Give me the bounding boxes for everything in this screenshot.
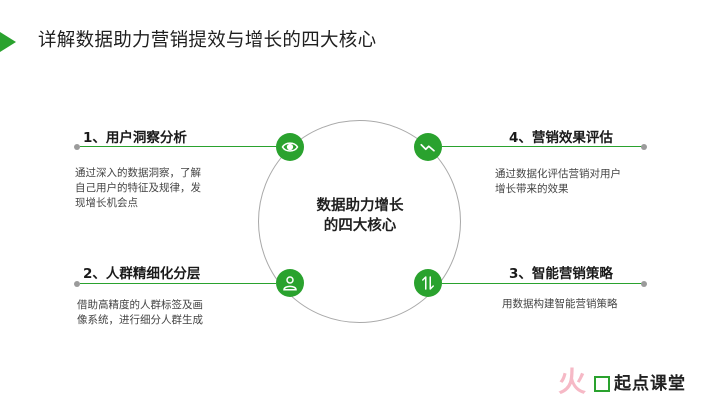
node-smart-strategy (414, 269, 442, 297)
item-desc-4-line-1: 通过数据化评估营销对用户 (495, 168, 621, 180)
item-desc-1-line-2: 自己用户的特征及规律，发 (75, 182, 201, 194)
item-desc-4-line-2: 增长带来的效果 (495, 183, 569, 195)
center-line-1: 数据助力增长 (316, 198, 404, 214)
item-desc-3: 用数据构建智能营销策略 (502, 297, 618, 312)
item-desc-4: 通过数据化评估营销对用户 增长带来的效果 (495, 167, 621, 197)
connector-dot-2 (74, 281, 80, 287)
core-ring (258, 120, 461, 323)
swap-arrows-icon (422, 276, 434, 290)
item-desc-2-line-2: 像系统，进行细分人群生成 (77, 314, 203, 326)
eye-icon (281, 142, 299, 152)
connector-line-4 (442, 146, 642, 148)
item-desc-2-line-1: 借助高精度的人群标签及画 (77, 299, 203, 311)
connector-dot-4 (641, 144, 647, 150)
item-heading-1: 1、用户洞察分析 (83, 130, 187, 146)
logo-square-icon (594, 376, 610, 392)
connector-dot-3 (641, 281, 647, 287)
item-desc-1-line-3: 现增长机会点 (75, 197, 138, 209)
node-user-insight (276, 133, 304, 161)
connector-dot-1 (74, 144, 80, 150)
item-desc-1-line-1: 通过深入的数据洞察，了解 (75, 167, 201, 179)
logo-name: 起点课堂 (614, 374, 686, 394)
node-effect-evaluation (414, 133, 442, 161)
item-desc-1: 通过深入的数据洞察，了解 自己用户的特征及规律，发 现增长机会点 (75, 166, 201, 211)
node-crowd-segmentation (276, 269, 304, 297)
item-heading-4: 4、营销效果评估 (509, 130, 613, 146)
item-desc-3-line-1: 用数据构建智能营销策略 (502, 298, 618, 310)
item-heading-2: 2、人群精细化分层 (83, 266, 201, 282)
item-heading-3: 3、智能营销策略 (509, 266, 613, 282)
title-accent-triangle (0, 32, 16, 52)
connector-line-1 (80, 146, 276, 148)
connector-line-2 (80, 283, 276, 285)
watermark-fire-icon: 火 (558, 365, 587, 398)
center-line-2: 的四大核心 (323, 218, 397, 234)
brand-watermark: 火 起点课堂 (558, 365, 708, 399)
page-title: 详解数据助力营销提效与增长的四大核心 (38, 30, 377, 51)
center-label: 数据助力增长 的四大核心 (300, 196, 420, 236)
user-icon (283, 276, 297, 291)
connector-line-3 (442, 283, 642, 285)
item-desc-2: 借助高精度的人群标签及画 像系统，进行细分人群生成 (77, 298, 203, 328)
trend-check-icon (420, 143, 435, 152)
